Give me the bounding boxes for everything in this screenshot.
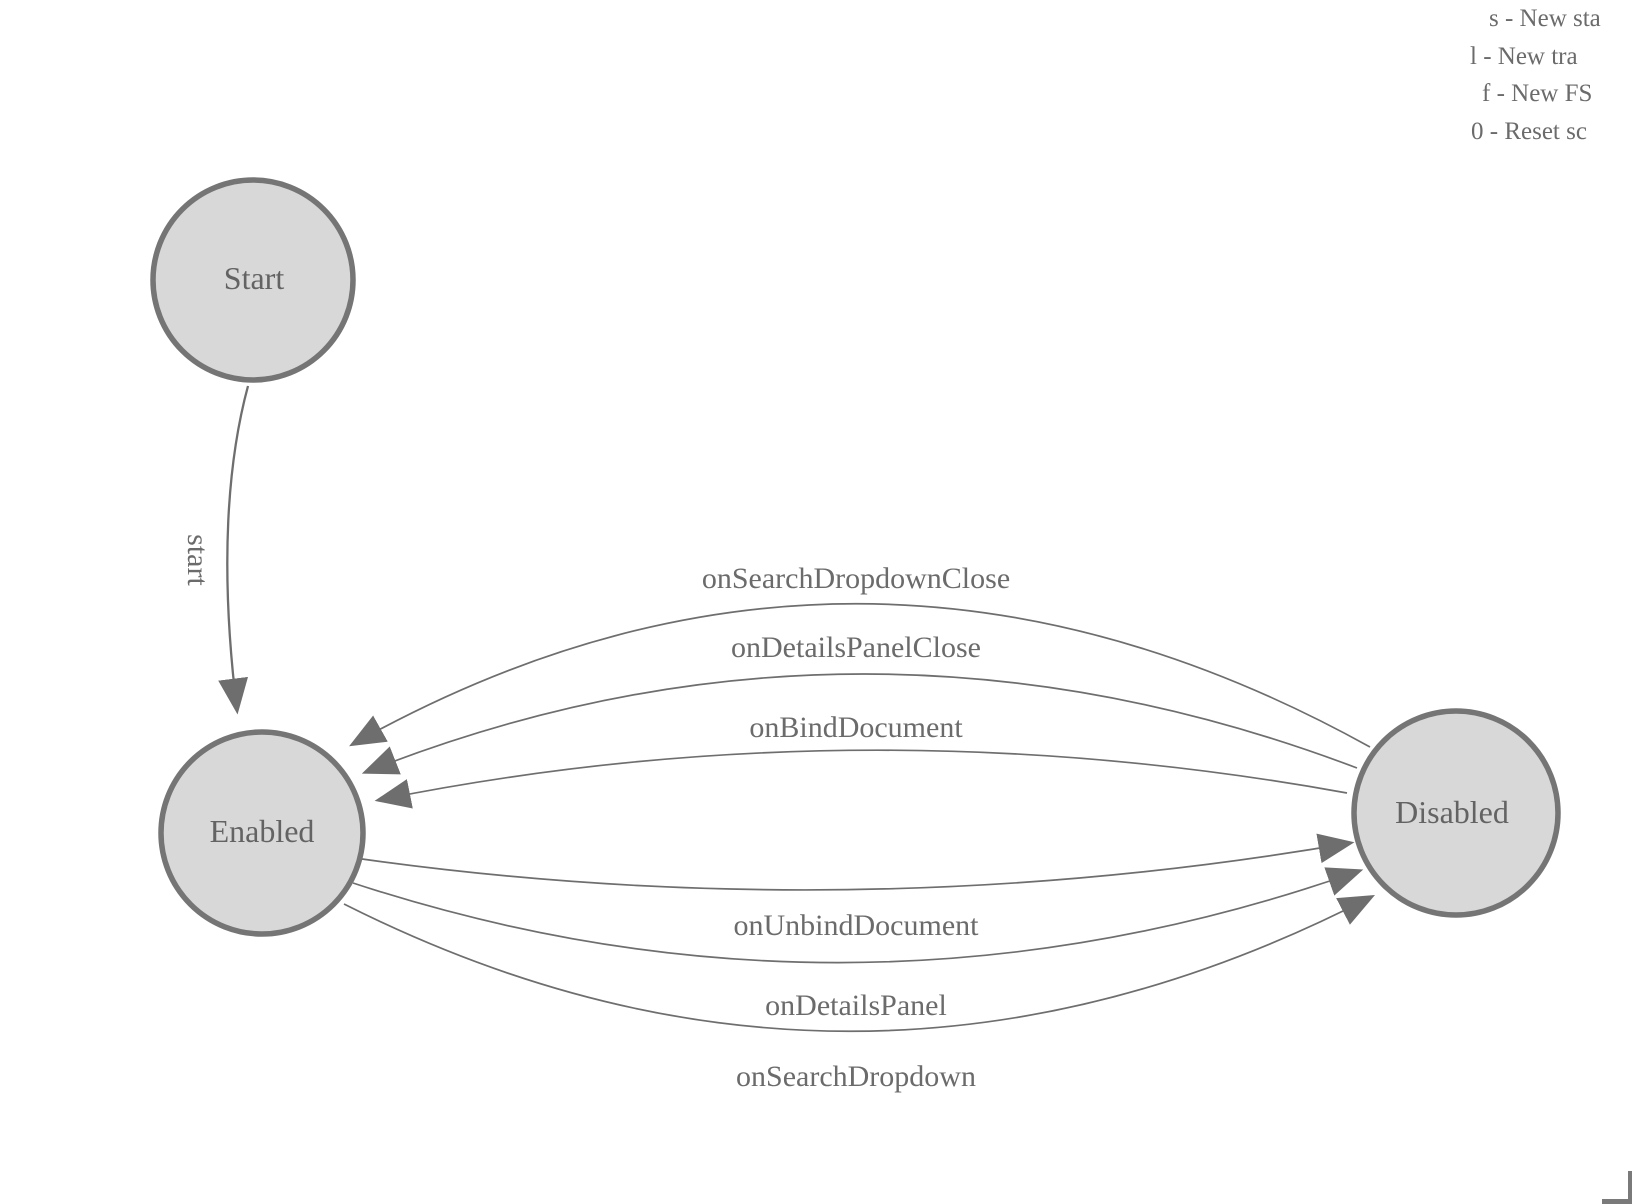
edge-onDetailsPanelClose[interactable]: onDetailsPanelClose xyxy=(361,631,1358,775)
edge-label-start: start xyxy=(181,534,214,586)
legend-line-new-fsm: f - New FS xyxy=(1482,80,1592,107)
corner-vertical-bar xyxy=(1628,1171,1632,1204)
node-enabled-label: Enabled xyxy=(210,813,315,849)
edge-label-onSearchDropdown: onSearchDropdown xyxy=(736,1060,976,1093)
node-start[interactable]: Start xyxy=(150,177,356,383)
node-disabled[interactable]: Disabled xyxy=(1351,708,1561,918)
node-disabled-label: Disabled xyxy=(1395,794,1509,830)
edge-onDetailsPanel-path[interactable] xyxy=(352,867,1364,964)
edge-onUnbindDocument[interactable]: onUnbindDocument xyxy=(361,833,1355,942)
legend-line-new-transition: l - New tra xyxy=(1470,43,1578,70)
corner-horizontal-bar xyxy=(1602,1199,1632,1204)
edge-label-onSearchDropdownClose: onSearchDropdownClose xyxy=(702,562,1010,595)
node-enabled-circle[interactable] xyxy=(158,729,366,937)
edge-onDetailsPanel[interactable]: onDetailsPanel xyxy=(352,867,1364,1022)
edge-onDetailsPanelClose-path[interactable] xyxy=(361,673,1358,775)
edge-start-to-enabled[interactable]: start xyxy=(181,385,250,715)
edge-onBindDocument[interactable]: onBindDocument xyxy=(374,711,1348,809)
edge-onUnbindDocument-path[interactable] xyxy=(361,833,1355,891)
legend-line-reset: 0 - Reset sc xyxy=(1471,118,1587,145)
edge-start-path[interactable] xyxy=(218,385,250,715)
edge-onBindDocument-path[interactable] xyxy=(374,749,1348,809)
edge-onSearchDropdownClose-path[interactable] xyxy=(349,602,1371,748)
node-start-label: Start xyxy=(224,260,285,296)
viewport-corner xyxy=(1602,1171,1632,1204)
edge-label-onDetailsPanelClose: onDetailsPanelClose xyxy=(731,631,981,664)
legend-line-new-state: s - New sta xyxy=(1489,5,1601,32)
edge-onSearchDropdown-path[interactable] xyxy=(343,894,1376,1033)
legend: s - New sta l - New tra f - New FS 0 - R… xyxy=(1470,5,1601,145)
edge-label-onUnbindDocument: onUnbindDocument xyxy=(734,909,980,942)
edge-label-onDetailsPanel: onDetailsPanel xyxy=(765,989,947,1022)
node-enabled[interactable]: Enabled xyxy=(158,729,366,937)
node-disabled-circle[interactable] xyxy=(1351,708,1561,918)
node-start-circle[interactable] xyxy=(150,177,356,383)
edge-label-onBindDocument: onBindDocument xyxy=(749,711,963,744)
edge-onSearchDropdownClose[interactable]: onSearchDropdownClose xyxy=(349,562,1371,748)
edge-onSearchDropdown[interactable]: onSearchDropdown xyxy=(343,894,1376,1093)
